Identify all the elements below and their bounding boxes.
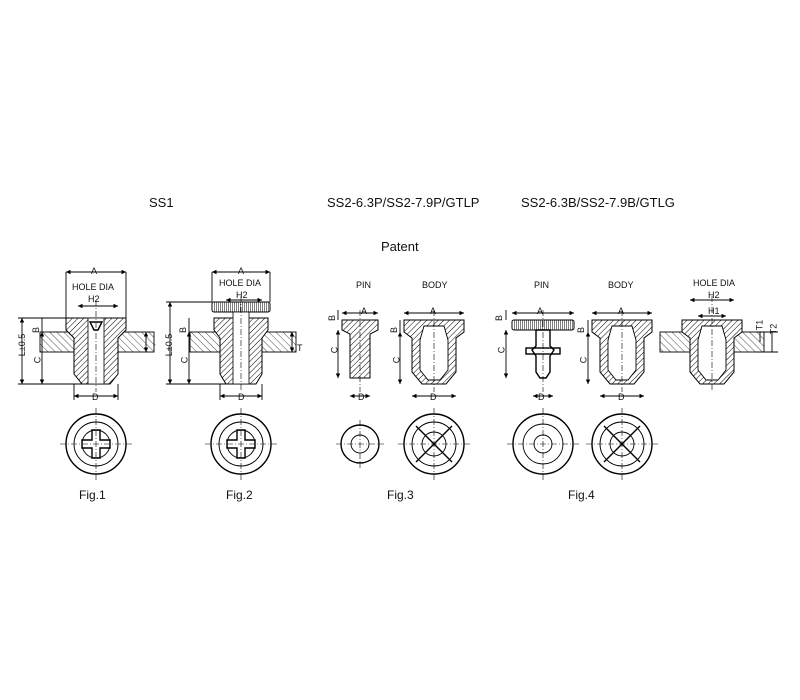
fig2-label-h2: H2 <box>236 290 248 300</box>
fig4-label-h2: H2 <box>708 290 720 300</box>
caption-fig2: Fig.2 <box>226 488 253 502</box>
fig2-panel-right <box>261 331 297 353</box>
fig1-bore <box>87 317 105 385</box>
fig3-body-bottom-view <box>398 408 470 480</box>
fig1-section-view <box>18 269 155 400</box>
fig3-pin-bottom-view <box>336 420 384 468</box>
fig3-body-view <box>397 310 465 399</box>
caption-fig1: Fig.1 <box>79 488 106 502</box>
heading-ss2-p: SS2-6.3P/SS2-7.9P/GTLP <box>327 195 480 210</box>
fig2-section-view <box>166 269 297 400</box>
fig1-pin-head <box>88 321 104 331</box>
caption-fig3: Fig.3 <box>387 488 414 502</box>
fig4-pin-view <box>503 310 575 399</box>
heading-ss1: SS1 <box>149 195 174 210</box>
fig3-label-pin: PIN <box>356 280 372 290</box>
fig4-pin-shaft <box>531 329 555 379</box>
heading-patent: Patent <box>381 239 419 254</box>
fig1-label-h2: H2 <box>88 294 100 304</box>
fig2-label-t: T <box>297 343 303 353</box>
fig4-label-body: BODY <box>608 280 634 290</box>
fig4-pin-bottom-view <box>507 408 579 480</box>
fig1-bottom-view <box>60 408 132 480</box>
caption-fig4: Fig.4 <box>568 488 595 502</box>
fig4-installed-view <box>659 296 778 392</box>
fig2-bottom-view <box>205 408 277 480</box>
fig1-panel-right <box>117 331 155 353</box>
fig4-body-bottom-view <box>586 408 658 480</box>
fig4-label-h1: H1 <box>708 306 720 316</box>
heading-ss2-b: SS2-6.3B/SS2-7.9B/GTLG <box>521 195 675 210</box>
fig4-label-hole-dia: HOLE DIA <box>693 278 736 288</box>
fig4-body-view <box>585 310 653 399</box>
fig4-label-pin: PIN <box>534 280 550 290</box>
fig3-pin-view <box>335 310 379 399</box>
fig2-label-hole-dia: HOLE DIA <box>219 278 262 288</box>
fig3-label-body: BODY <box>422 280 448 290</box>
fig1-label-hole-dia: HOLE DIA <box>72 282 115 292</box>
